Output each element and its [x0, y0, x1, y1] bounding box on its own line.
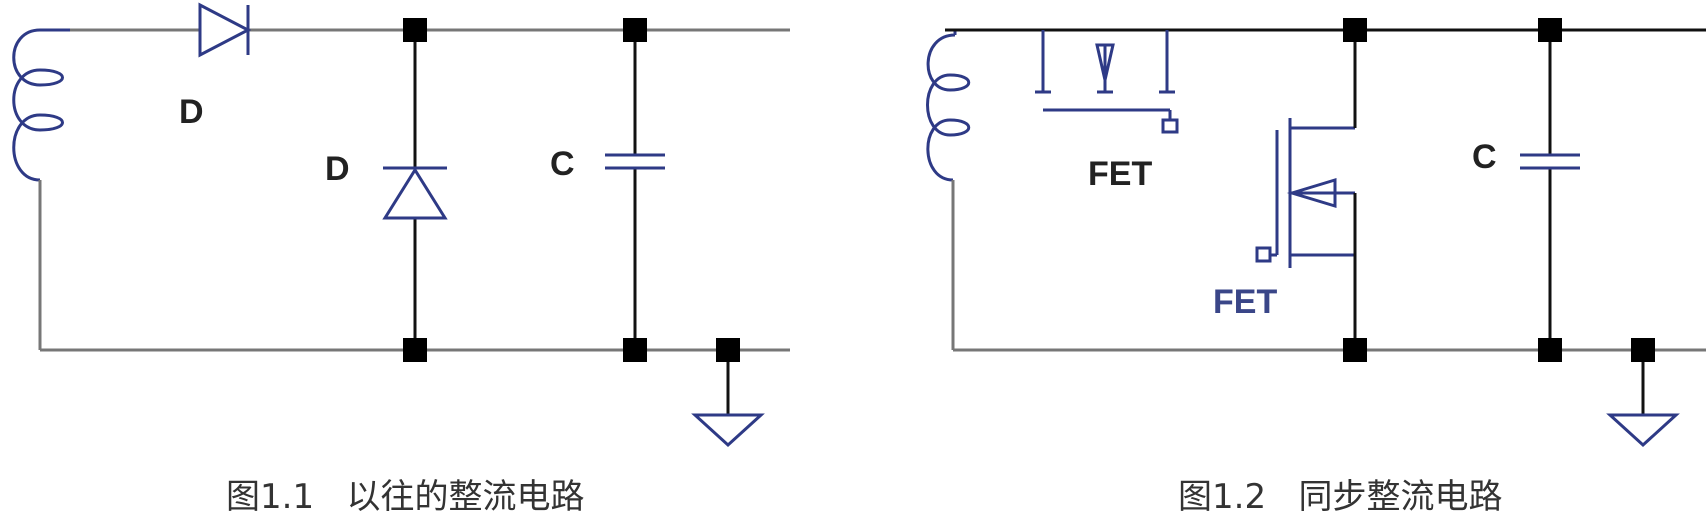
ground-icon: [691, 413, 765, 448]
figure-caption: 图1.2 同步整流电路: [1178, 477, 1503, 517]
capacitor-label: C: [1472, 138, 1497, 176]
shunt-diode-label: D: [325, 150, 350, 188]
lower-fet-label: FET: [1213, 283, 1277, 321]
figure-caption: 图1.1 以往的整流电路: [226, 477, 585, 517]
inductor-coil: [926, 30, 971, 182]
junction-node: [1343, 338, 1367, 362]
junction-node: [623, 338, 647, 362]
top-fet-label: FET: [1088, 155, 1152, 193]
junction-node: [716, 338, 740, 362]
capacitor-label: C: [550, 145, 575, 183]
junction-node: [623, 18, 647, 42]
series-diode-icon: [198, 2, 252, 58]
shunt-diode-icon: [382, 167, 448, 220]
junction-node: [1538, 18, 1562, 42]
junction-node: [1538, 338, 1562, 362]
junction-node: [403, 338, 427, 362]
inductor-coil: [12, 28, 70, 182]
junction-node: [403, 18, 427, 42]
figure-1-1: D D C 图1.1 以往的整流电路: [12, 2, 790, 517]
lower-fet-icon: [1255, 118, 1355, 268]
series-diode-label: D: [179, 93, 204, 131]
junction-node: [1343, 18, 1367, 42]
figure-1-2: FET FET C 图1.2 同步整流电路: [926, 18, 1706, 517]
ground-icon: [1606, 413, 1680, 448]
top-fet-icon: [1035, 30, 1179, 134]
junction-node: [1631, 338, 1655, 362]
